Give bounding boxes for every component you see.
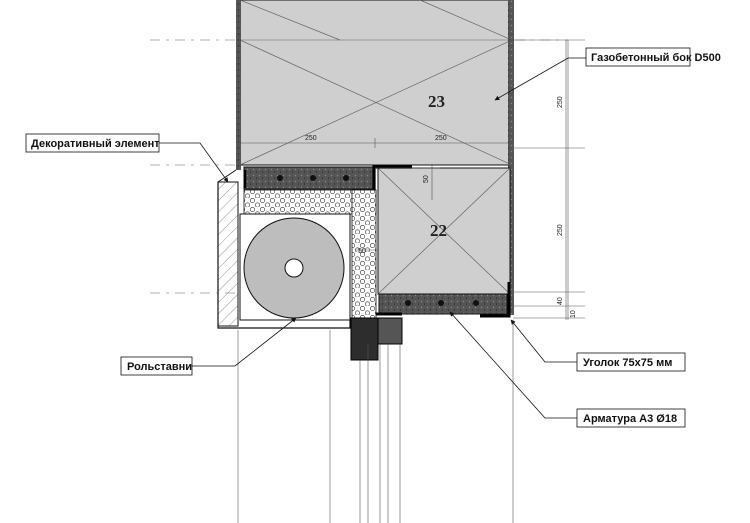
- callout-gas-block-text: Газобетонный бок D500: [591, 52, 721, 64]
- mortar-left: [236, 0, 241, 170]
- dim-right-10: 10: [570, 310, 577, 318]
- callout-shutters: Рольставни: [120, 317, 297, 376]
- callout-angle: Уголок 75x75 мм: [510, 319, 686, 372]
- callout-rebar-text: Арматура А3 Ø18: [583, 413, 677, 425]
- mortar-right: [508, 0, 514, 315]
- axis-lines: [150, 39, 568, 294]
- rebar-dot: [343, 175, 349, 181]
- callout-decor-text: Декоративный элемент: [31, 138, 160, 150]
- lintel-top: [243, 166, 375, 190]
- dim-top-right: 250: [435, 135, 447, 142]
- rebar-dot: [277, 175, 283, 181]
- rebar-dot: [405, 300, 411, 306]
- dim-insulation: 50: [358, 248, 366, 255]
- roller-box: [239, 213, 351, 321]
- lintel-bottom: [378, 293, 508, 315]
- dim-right-40: 40: [557, 297, 564, 305]
- rebar-dot: [473, 300, 479, 306]
- dim-top-left: 250: [305, 135, 317, 142]
- block-number-upper: 23: [428, 92, 445, 111]
- rebar-dot: [310, 175, 316, 181]
- block-number-lower: 22: [430, 221, 447, 240]
- callout-decor: Декоративный элемент: [25, 133, 229, 183]
- callout-angle-text: Уголок 75x75 мм: [583, 357, 672, 369]
- dim-flange: 50: [423, 175, 430, 183]
- window-frame: [350, 317, 403, 523]
- block-upper: [239, 0, 513, 166]
- callout-gas-block: Газобетонный бок D500: [494, 47, 721, 101]
- block-lower: [377, 167, 511, 295]
- rebar-dot: [438, 300, 444, 306]
- dimension-lines: [240, 40, 567, 320]
- dim-right-lower: 250: [557, 224, 564, 236]
- dim-right-upper: 250: [557, 96, 564, 108]
- callout-shutters-text: Рольставни: [127, 361, 192, 373]
- callout-rebar: Арматура А3 Ø18: [449, 311, 686, 428]
- roller-axle: [284, 258, 304, 278]
